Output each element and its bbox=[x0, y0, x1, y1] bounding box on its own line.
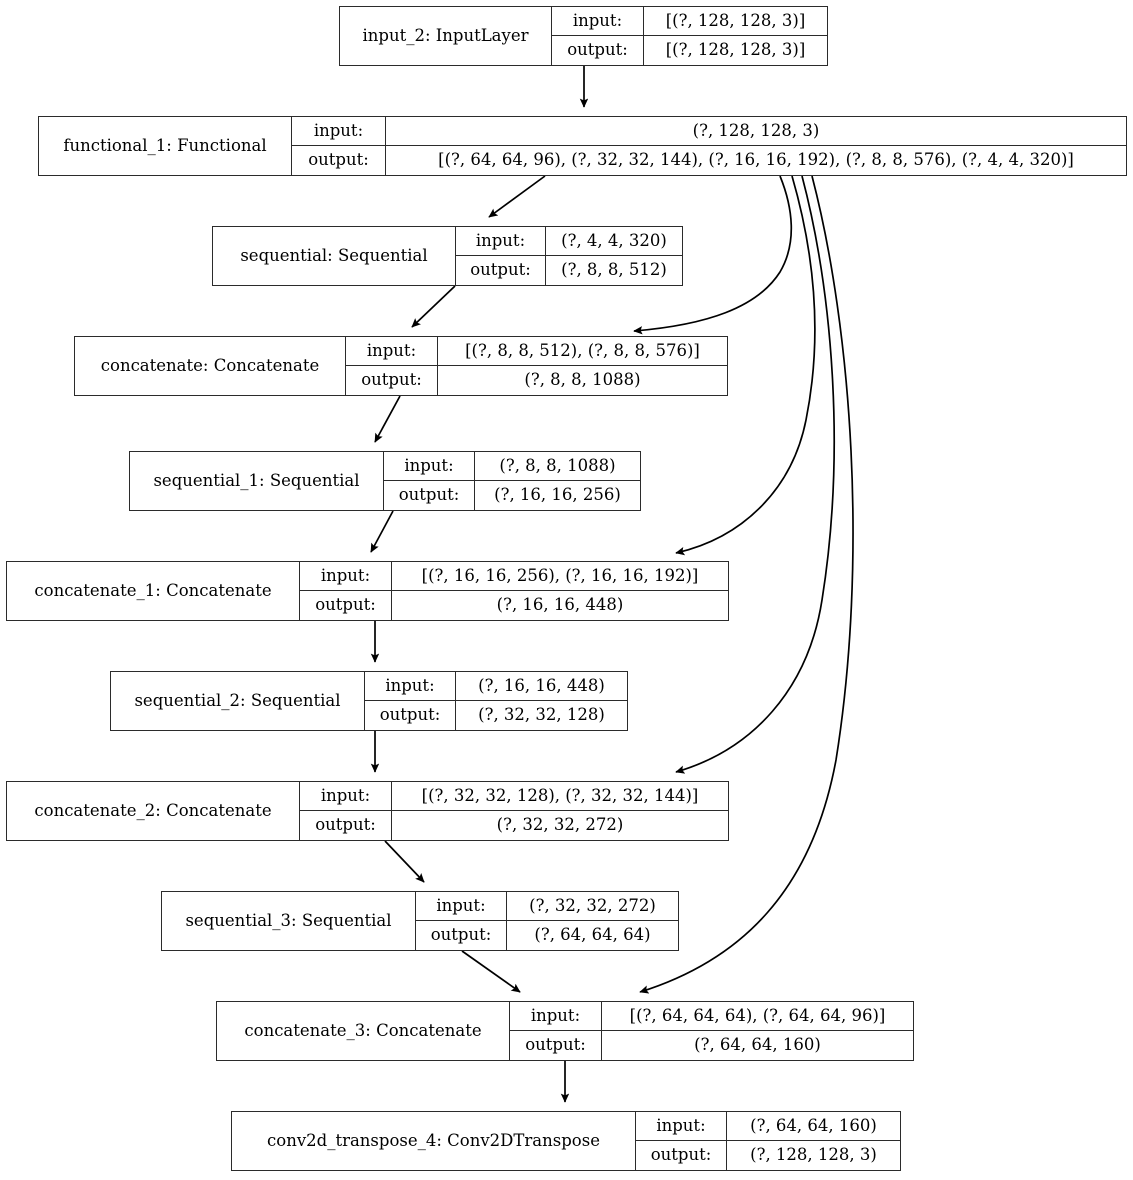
node-functional_1[interactable]: functional_1: Functional input: output: … bbox=[38, 116, 1127, 176]
io-label-column: input: output: bbox=[456, 227, 546, 285]
output-label: output: bbox=[361, 370, 422, 390]
input-label: input: bbox=[510, 1002, 601, 1031]
output-label: output: bbox=[315, 815, 376, 835]
input-label: input: bbox=[456, 227, 545, 256]
io-value-column: (?, 8, 8, 1088) (?, 16, 16, 256) bbox=[475, 452, 640, 510]
io-label-column: input: output: bbox=[636, 1112, 727, 1170]
edge-concatenate2-sequential3 bbox=[384, 840, 425, 883]
output-label: output: bbox=[567, 40, 628, 60]
node-sequential_3[interactable]: sequential_3: Sequential input: output: … bbox=[161, 891, 679, 951]
output-label: output: bbox=[315, 595, 376, 615]
edge-functional1-concatenate2 bbox=[675, 175, 835, 774]
edge-concatenate-sequential1 bbox=[374, 395, 401, 443]
output-shape: (?, 16, 16, 448) bbox=[496, 595, 624, 615]
output-label: output: bbox=[379, 705, 441, 725]
node-label: concatenate_3: Concatenate bbox=[217, 1002, 510, 1060]
input-shape: [(?, 32, 32, 128), (?, 32, 32, 144)] bbox=[392, 782, 728, 811]
io-value-column: (?, 4, 4, 320) (?, 8, 8, 512) bbox=[546, 227, 682, 285]
edge-sequential1-concatenate1 bbox=[370, 510, 394, 553]
node-conv2d_transpose_4[interactable]: conv2d_transpose_4: Conv2DTranspose inpu… bbox=[231, 1111, 901, 1171]
output-label: output: bbox=[525, 1035, 586, 1055]
node-label: functional_1: Functional bbox=[39, 117, 292, 175]
output-label: output: bbox=[650, 1145, 712, 1165]
node-label: input_2: InputLayer bbox=[340, 7, 552, 65]
io-value-column: [(?, 32, 32, 128), (?, 32, 32, 144)] (?,… bbox=[392, 782, 728, 840]
input-label: input: bbox=[416, 892, 506, 921]
node-input_2[interactable]: input_2: InputLayer input: output: [(?, … bbox=[339, 6, 828, 66]
node-label: sequential_2: Sequential bbox=[111, 672, 365, 730]
edge-sequential-concatenate bbox=[411, 285, 456, 328]
input-label: input: bbox=[292, 117, 385, 146]
input-shape: [(?, 128, 128, 3)] bbox=[644, 7, 827, 36]
io-label-column: input: output: bbox=[292, 117, 386, 175]
node-label: concatenate: Concatenate bbox=[75, 337, 346, 395]
output-label: output: bbox=[398, 485, 460, 505]
io-label-column: input: output: bbox=[384, 452, 475, 510]
node-label: concatenate_2: Concatenate bbox=[7, 782, 300, 840]
input-shape: [(?, 8, 8, 512), (?, 8, 8, 576)] bbox=[438, 337, 727, 366]
io-value-column: (?, 16, 16, 448) (?, 32, 32, 128) bbox=[456, 672, 627, 730]
io-value-column: (?, 128, 128, 3) [(?, 64, 64, 96), (?, 3… bbox=[386, 117, 1126, 175]
input-shape: [(?, 16, 16, 256), (?, 16, 16, 192)] bbox=[392, 562, 728, 591]
node-sequential_2[interactable]: sequential_2: Sequential input: output: … bbox=[110, 671, 628, 731]
io-value-column: [(?, 64, 64, 64), (?, 64, 64, 96)] (?, 6… bbox=[602, 1002, 913, 1060]
node-concatenate_3[interactable]: concatenate_3: Concatenate input: output… bbox=[216, 1001, 914, 1061]
input-shape: (?, 16, 16, 448) bbox=[456, 672, 627, 701]
input-label: input: bbox=[346, 337, 437, 366]
io-label-column: input: output: bbox=[300, 562, 392, 620]
io-value-column: (?, 32, 32, 272) (?, 64, 64, 64) bbox=[507, 892, 678, 950]
input-shape: [(?, 64, 64, 64), (?, 64, 64, 96)] bbox=[602, 1002, 913, 1031]
io-value-column: [(?, 16, 16, 256), (?, 16, 16, 192)] (?,… bbox=[392, 562, 728, 620]
io-value-column: (?, 64, 64, 160) (?, 128, 128, 3) bbox=[727, 1112, 900, 1170]
output-label: output: bbox=[430, 925, 492, 945]
io-label-column: input: output: bbox=[346, 337, 438, 395]
input-label: input: bbox=[300, 782, 391, 811]
input-shape: (?, 8, 8, 1088) bbox=[475, 452, 640, 481]
input-shape: (?, 64, 64, 160) bbox=[727, 1112, 900, 1141]
output-shape: [(?, 128, 128, 3)] bbox=[665, 40, 806, 60]
output-shape: (?, 128, 128, 3) bbox=[750, 1145, 877, 1165]
node-label: concatenate_1: Concatenate bbox=[7, 562, 300, 620]
node-sequential[interactable]: sequential: Sequential input: output: (?… bbox=[212, 226, 683, 286]
input-shape: (?, 128, 128, 3) bbox=[386, 117, 1126, 146]
io-label-column: input: output: bbox=[300, 782, 392, 840]
io-value-column: [(?, 128, 128, 3)] [(?, 128, 128, 3)] bbox=[644, 7, 827, 65]
output-shape: (?, 8, 8, 1088) bbox=[524, 370, 641, 390]
node-label: sequential_3: Sequential bbox=[162, 892, 416, 950]
node-concatenate_1[interactable]: concatenate_1: Concatenate input: output… bbox=[6, 561, 729, 621]
io-label-column: input: output: bbox=[416, 892, 507, 950]
io-value-column: [(?, 8, 8, 512), (?, 8, 8, 576)] (?, 8, … bbox=[438, 337, 727, 395]
node-label: sequential: Sequential bbox=[213, 227, 456, 285]
node-concatenate_2[interactable]: concatenate_2: Concatenate input: output… bbox=[6, 781, 729, 841]
io-label-column: input: output: bbox=[510, 1002, 602, 1060]
output-shape: (?, 32, 32, 272) bbox=[496, 815, 624, 835]
output-shape: (?, 64, 64, 160) bbox=[694, 1035, 821, 1055]
output-shape: (?, 16, 16, 256) bbox=[494, 485, 621, 505]
node-concatenate[interactable]: concatenate: Concatenate input: output: … bbox=[74, 336, 728, 396]
input-label: input: bbox=[552, 7, 643, 36]
output-shape: (?, 32, 32, 128) bbox=[478, 705, 605, 725]
node-label: conv2d_transpose_4: Conv2DTranspose bbox=[232, 1112, 636, 1170]
output-label: output: bbox=[470, 260, 531, 280]
io-label-column: input: output: bbox=[365, 672, 456, 730]
input-label: input: bbox=[365, 672, 455, 701]
input-shape: (?, 32, 32, 272) bbox=[507, 892, 678, 921]
output-label: output: bbox=[308, 150, 369, 170]
output-shape: (?, 8, 8, 512) bbox=[561, 260, 667, 280]
input-shape: (?, 4, 4, 320) bbox=[546, 227, 682, 256]
node-label: sequential_1: Sequential bbox=[130, 452, 384, 510]
input-label: input: bbox=[300, 562, 391, 591]
input-label: input: bbox=[384, 452, 474, 481]
input-label: input: bbox=[636, 1112, 726, 1141]
node-sequential_1[interactable]: sequential_1: Sequential input: output: … bbox=[129, 451, 641, 511]
output-shape: (?, 64, 64, 64) bbox=[534, 925, 651, 945]
io-label-column: input: output: bbox=[552, 7, 644, 65]
output-shape: [(?, 64, 64, 96), (?, 32, 32, 144), (?, … bbox=[438, 150, 1074, 170]
edge-functional1-sequential bbox=[488, 175, 546, 218]
edge-sequential3-concatenate3 bbox=[461, 950, 521, 993]
